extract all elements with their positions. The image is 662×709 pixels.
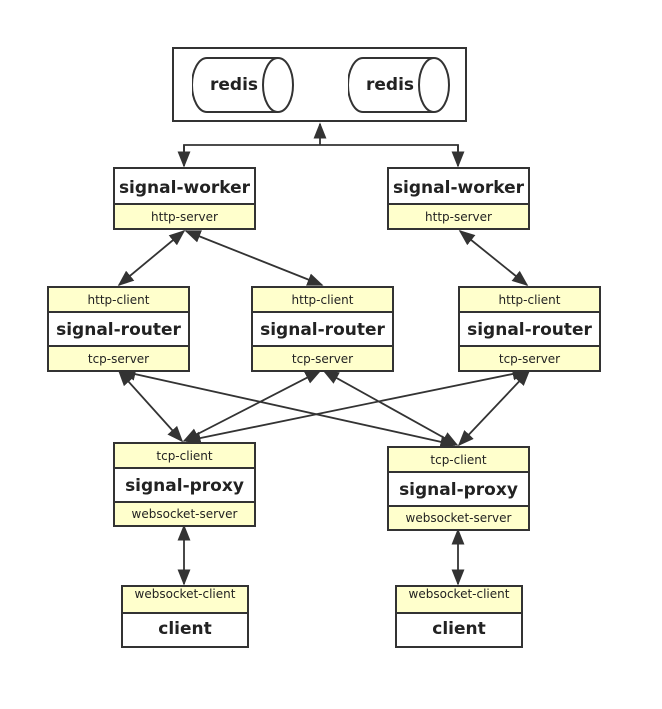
- client-port: websocket-client: [397, 587, 521, 614]
- router3-proxy1-arrow: [184, 367, 529, 445]
- proxy-title: signal-proxy: [125, 476, 244, 496]
- client-2: websocket-client client: [395, 585, 523, 648]
- router-server-port: tcp-server: [253, 345, 392, 370]
- redis-label-1: redis: [209, 75, 259, 95]
- router-server-port: tcp-server: [49, 345, 188, 370]
- worker1-router2-arrow: [184, 230, 324, 286]
- router-client-port: http-client: [49, 288, 188, 313]
- redis-label-2: redis: [365, 75, 415, 95]
- client-title: client: [158, 619, 212, 639]
- signal-worker-1: signal-worker http-server: [113, 167, 256, 230]
- worker-port: http-server: [115, 203, 254, 228]
- worker-title: signal-worker: [118, 178, 251, 198]
- router-title: signal-router: [56, 320, 181, 340]
- redis-cylinder-icon: [192, 57, 294, 113]
- router3-proxy2-arrow: [457, 369, 531, 447]
- signal-proxy-1: tcp-client signal-proxy websocket-server: [113, 442, 256, 527]
- signal-router-2: http-client signal-router tcp-server: [251, 286, 394, 372]
- client-port: websocket-client: [123, 587, 247, 614]
- router2-proxy1-arrow: [182, 370, 322, 442]
- client-1: websocket-client client: [121, 585, 249, 648]
- worker2-router3-arrow: [458, 229, 529, 287]
- router-title: signal-router: [260, 320, 385, 340]
- proxy-client-port: tcp-client: [389, 448, 528, 473]
- redis-cluster: redis redis: [172, 47, 467, 122]
- proxy-title: signal-proxy: [399, 480, 518, 500]
- redis-cylinder-icon: [348, 57, 450, 113]
- proxy-server-port: websocket-server: [115, 501, 254, 525]
- router-client-port: http-client: [460, 288, 599, 313]
- signal-router-3: http-client signal-router tcp-server: [458, 286, 601, 372]
- redis-bus-line: [183, 144, 459, 165]
- router-client-port: http-client: [253, 288, 392, 313]
- worker-port: http-server: [389, 203, 528, 228]
- router-server-port: tcp-server: [460, 345, 599, 370]
- router-title: signal-router: [467, 320, 592, 340]
- client-title: client: [432, 619, 486, 639]
- signal-proxy-2: tcp-client signal-proxy websocket-server: [387, 446, 530, 531]
- signal-worker-2: signal-worker http-server: [387, 167, 530, 230]
- worker1-router1-arrow: [117, 229, 186, 287]
- signal-router-1: http-client signal-router tcp-server: [47, 286, 190, 372]
- worker-title: signal-worker: [392, 178, 525, 198]
- proxy-client-port: tcp-client: [115, 444, 254, 469]
- router1-proxy2-arrow: [119, 367, 457, 449]
- proxy-server-port: websocket-server: [389, 505, 528, 529]
